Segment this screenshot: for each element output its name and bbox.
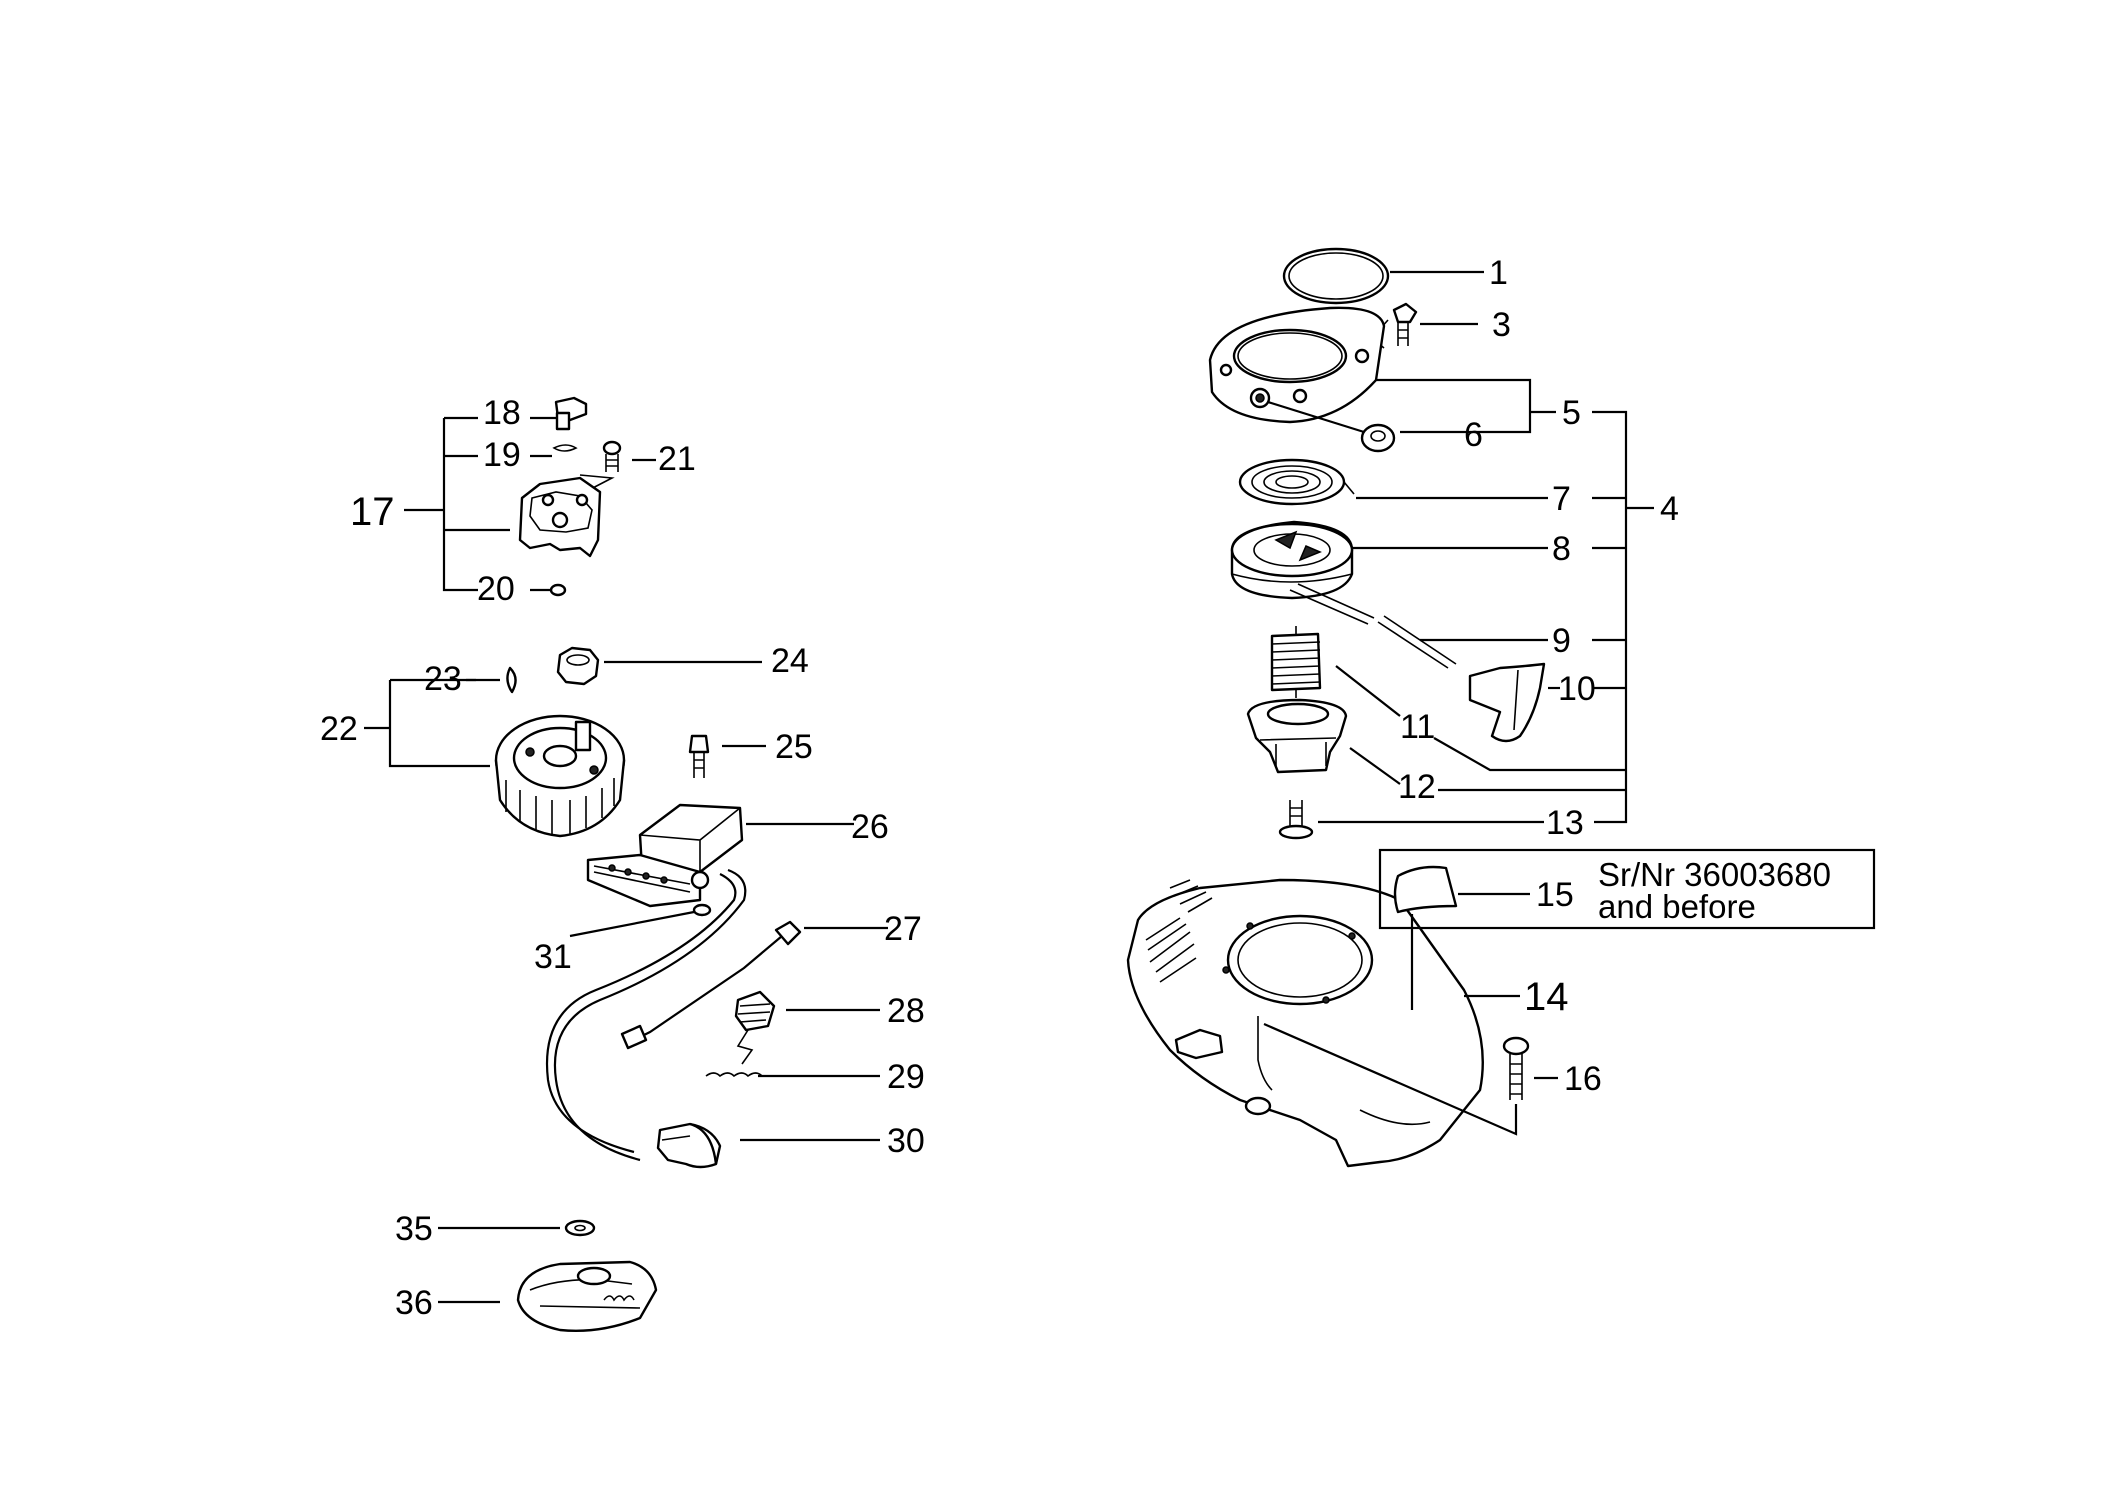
label-13: 13 <box>1546 804 1584 842</box>
label-36: 36 <box>395 1284 433 1322</box>
part-8-pulley <box>1230 520 1354 600</box>
label-9: 9 <box>1552 622 1571 660</box>
label-35: 35 <box>395 1210 433 1248</box>
label-26: 26 <box>851 808 889 846</box>
label-29: 29 <box>887 1058 925 1096</box>
part-16-screw <box>1502 1036 1530 1100</box>
part-10-handle <box>1468 662 1546 743</box>
label-12: 12 <box>1398 768 1436 806</box>
label-14: 14 <box>1524 975 1569 1019</box>
part-12-ratchet <box>1246 698 1348 774</box>
serial-note-line1: Sr/Nr 36003680 <box>1598 856 1831 893</box>
label-17: 17 <box>350 490 395 534</box>
label-8: 8 <box>1552 530 1571 568</box>
label-20: 20 <box>477 570 515 608</box>
label-4: 4 <box>1660 490 1679 528</box>
label-28: 28 <box>887 992 925 1030</box>
part-7-spring <box>1238 458 1355 506</box>
part-29-spring <box>705 1072 763 1078</box>
label-31: 31 <box>534 938 572 976</box>
label-19: 19 <box>483 436 521 474</box>
label-3: 3 <box>1492 306 1511 344</box>
label-22: 22 <box>320 710 358 748</box>
label-23: 23 <box>424 660 462 698</box>
label-15: 15 <box>1536 876 1574 914</box>
part-28-spring <box>734 990 776 1065</box>
part-30-spark-cap <box>656 1122 722 1169</box>
part-1-gasket <box>1282 247 1390 305</box>
part-6-bushing <box>1360 423 1396 453</box>
part-35-washer <box>564 1219 596 1237</box>
part-22-flywheel <box>494 646 626 838</box>
label-24: 24 <box>771 642 809 680</box>
label-27: 27 <box>884 910 922 948</box>
part-11-spring <box>1270 626 1322 698</box>
part-14-cover <box>1126 878 1484 1168</box>
label-18: 18 <box>483 394 521 432</box>
serial-note-line2: and before <box>1598 888 1756 925</box>
part-15-plate <box>1393 865 1458 914</box>
part-5-starter-cover <box>1208 306 1386 424</box>
label-25: 25 <box>775 728 813 766</box>
serial-note-box <box>1378 848 1876 930</box>
label-1: 1 <box>1489 254 1508 292</box>
part-26-ignition-coil <box>545 734 747 1162</box>
label-10: 10 <box>1558 670 1596 708</box>
part-9-rope <box>1289 583 1457 669</box>
label-7: 7 <box>1552 480 1571 518</box>
part-13-screw <box>1278 800 1314 840</box>
label-16: 16 <box>1564 1060 1602 1098</box>
label-6: 6 <box>1464 416 1483 454</box>
label-30: 30 <box>887 1122 925 1160</box>
label-11: 11 <box>1400 708 1435 746</box>
part-36-clutch <box>516 1260 658 1332</box>
part-27-wire <box>620 920 802 1050</box>
label-21: 21 <box>658 440 696 478</box>
part-17-assembly <box>518 396 622 597</box>
label-5: 5 <box>1562 394 1581 432</box>
